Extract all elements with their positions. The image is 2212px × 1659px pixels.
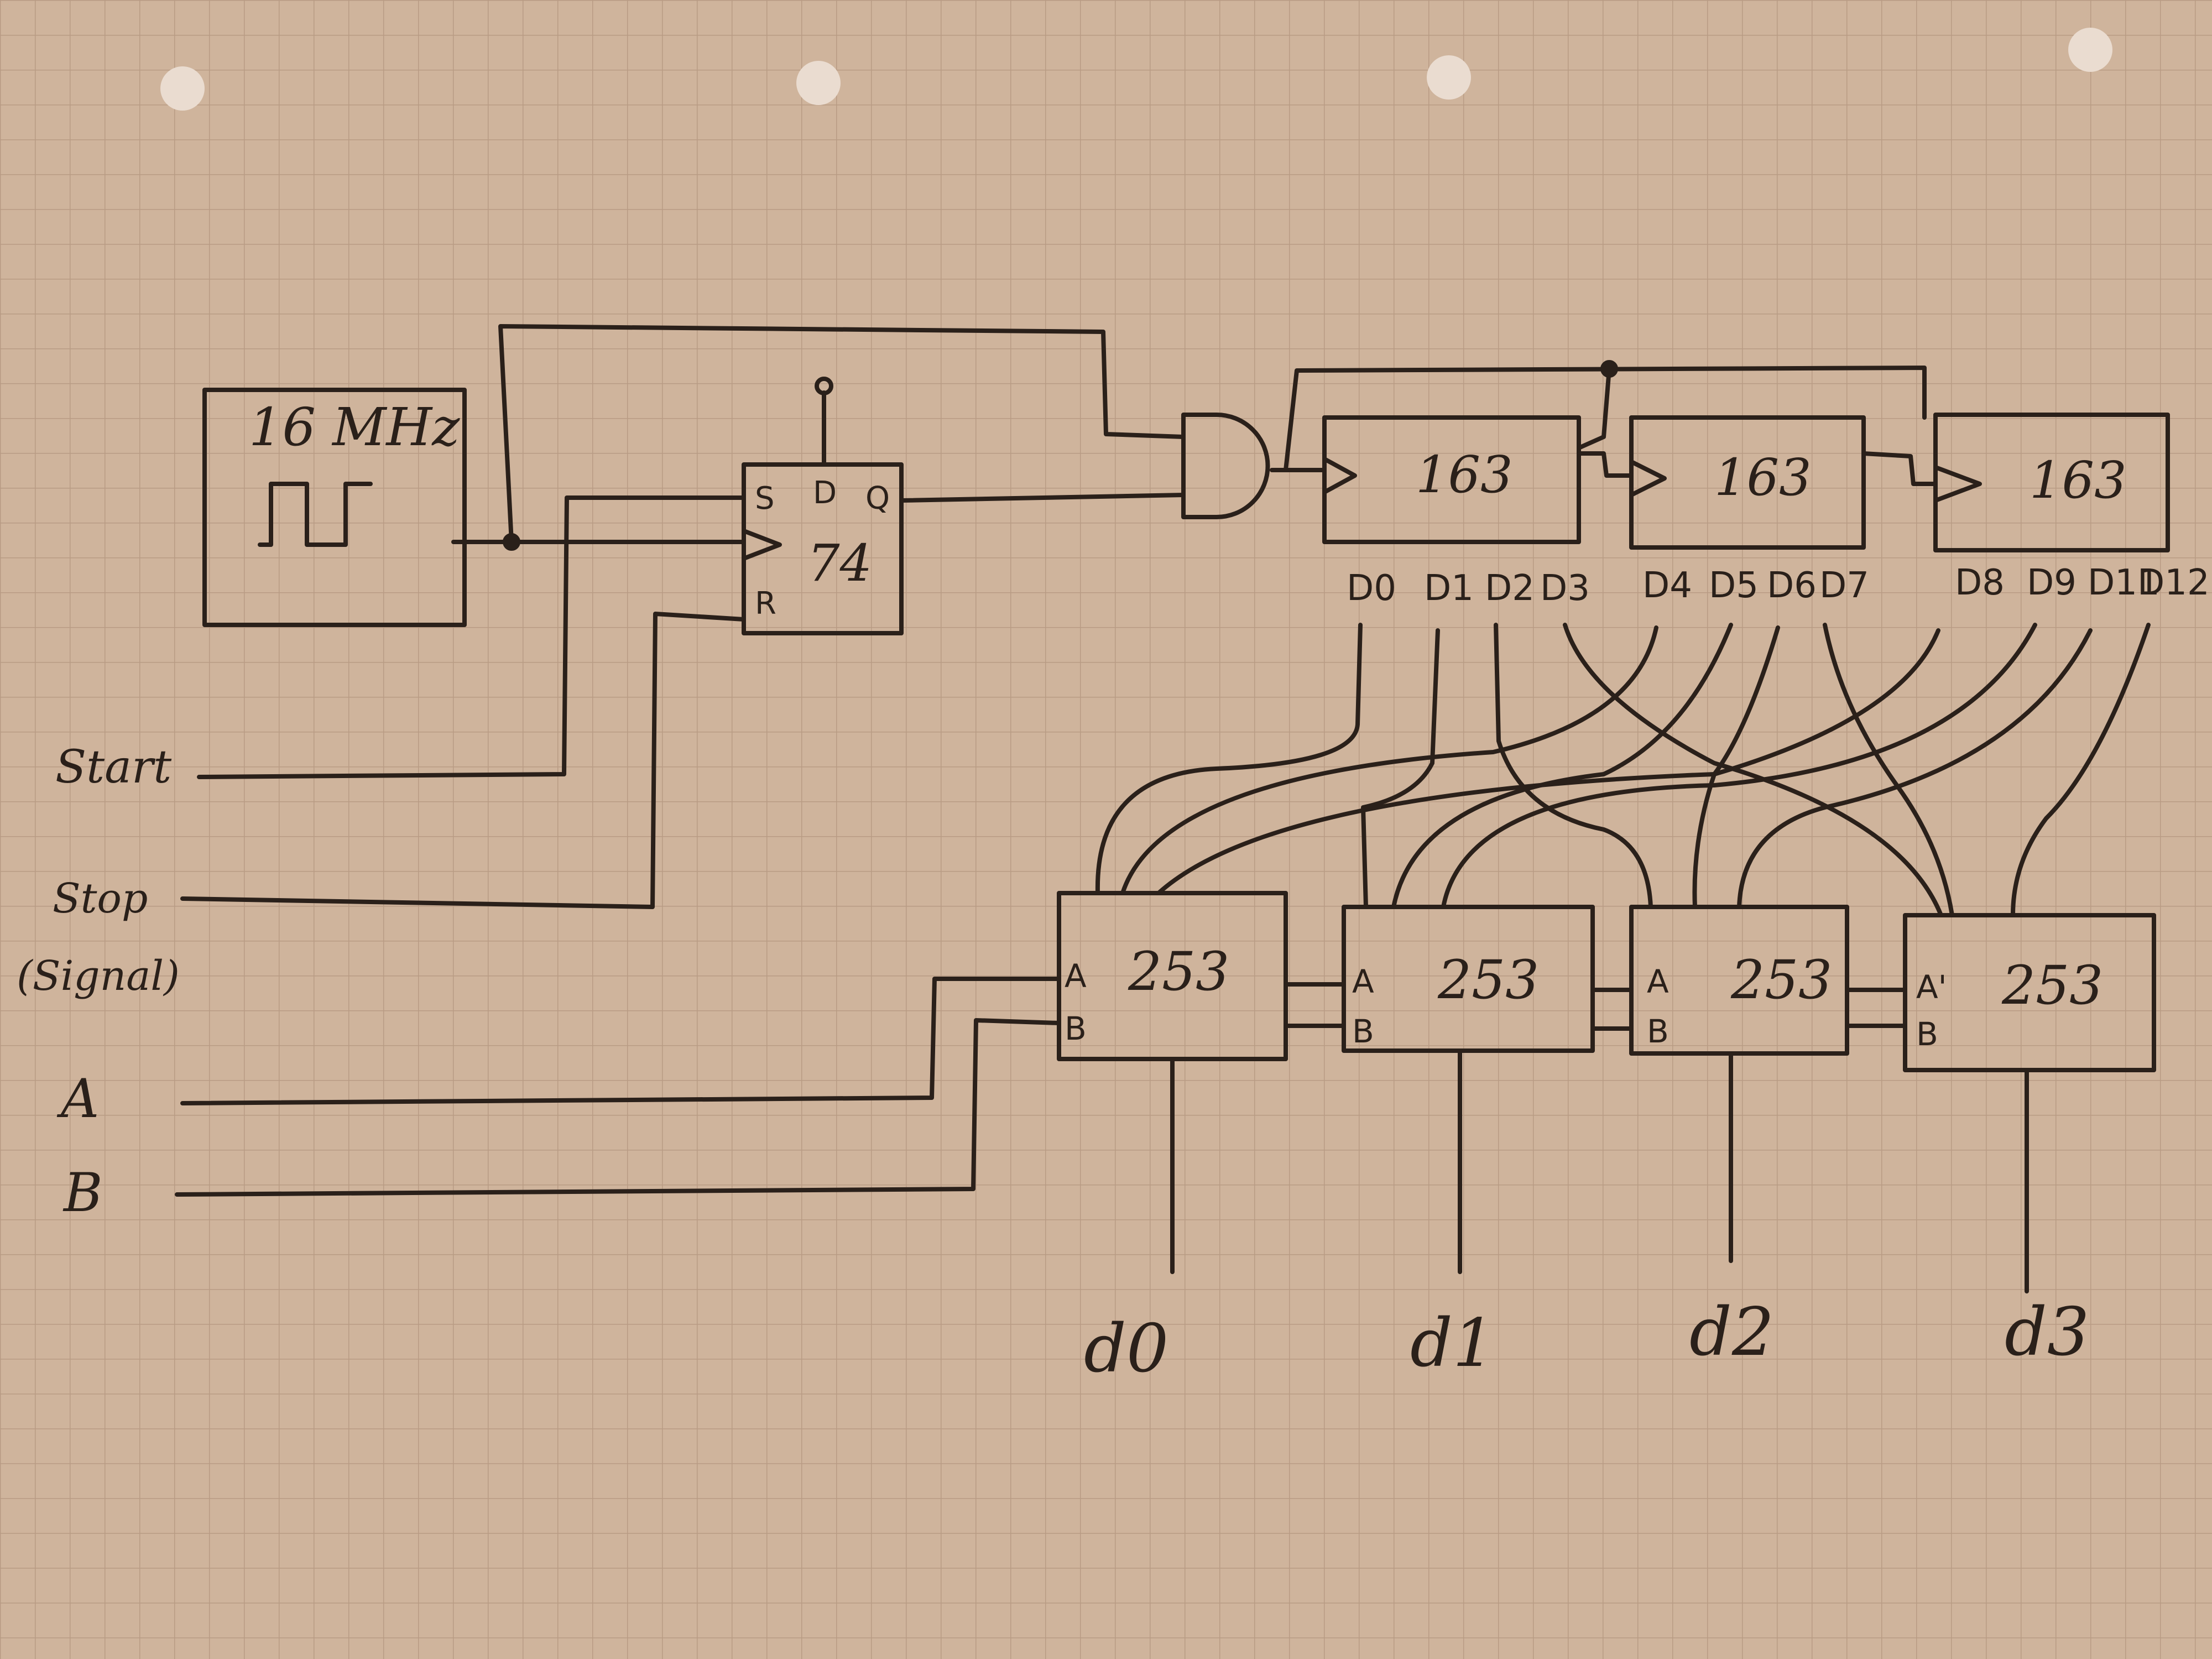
flipflop-pin-q: Q: [865, 481, 890, 517]
wire-d1-to-mux2: [1361, 628, 1440, 909]
flipflop-pin-s: S: [755, 481, 775, 517]
wire-carry-2-3: [1861, 451, 1938, 486]
counter-1: 163: [1322, 415, 1581, 544]
wire-q-to-and: [899, 493, 1186, 503]
counter-2-part: 163: [1714, 448, 1812, 507]
counter-2-box: [1629, 415, 1866, 550]
counter-1-box: [1322, 415, 1581, 544]
mux-3-part: 253: [1730, 949, 1832, 1011]
mux-4-pin-b: B: [1916, 1015, 1938, 1053]
output-label-d7: D7: [1819, 565, 1869, 606]
mux-4-box: [1903, 913, 2156, 1072]
input-label-a: A: [56, 1068, 99, 1130]
mux-3-output-label: d2: [1689, 1294, 1774, 1371]
mux-2-output-label: d1: [1410, 1305, 1495, 1382]
wire-d9-to-mux2: [1441, 623, 2037, 909]
input-label-stop: Stop: [53, 875, 148, 922]
wire-start: [197, 495, 746, 779]
mux-2-box: [1342, 905, 1595, 1053]
mux-4-output-label: d3: [2005, 1294, 2089, 1371]
binder-holes: [160, 28, 2112, 111]
output-label-d9: D9: [2027, 562, 2077, 603]
oscillator-box: [202, 388, 467, 627]
binder-hole-4: [2068, 28, 2112, 72]
output-label-d5: D5: [1709, 565, 1759, 606]
and-gate: [1181, 413, 1270, 519]
counter-3-clock-icon: [1933, 465, 1982, 503]
mux-4: A' B 253: [1903, 913, 2156, 1072]
wire-d5-to-mux2: [1391, 623, 1733, 909]
output-label-d1: D1: [1424, 568, 1474, 609]
counter-3-part: 163: [2030, 451, 2127, 510]
output-label-d11: D11: [2088, 562, 2160, 603]
wire-select-a: [180, 977, 1061, 1105]
oscillator: 16 MHz: [202, 388, 467, 627]
wires: [175, 324, 2151, 1293]
output-label-d8: D8: [1955, 562, 2005, 603]
counter-2: 163: [1629, 415, 1866, 550]
wire-d2-to-mux3: [1494, 623, 1653, 909]
binder-hole-2: [796, 61, 841, 105]
binder-hole-1: [160, 66, 205, 111]
counter-2-clock-icon: [1629, 460, 1667, 497]
wire-carry-1-2: [1577, 451, 1634, 478]
wire-stop: [180, 612, 746, 909]
mux-2-pin-a: A: [1352, 963, 1374, 1000]
square-wave-icon: [258, 482, 373, 547]
output-label-d4: D4: [1642, 565, 1692, 606]
flipflop-d-terminal: [815, 377, 833, 395]
output-label-d0: D0: [1347, 568, 1396, 609]
mux-4-pin-a: A': [1916, 968, 1947, 1006]
mux-4-part: 253: [2001, 954, 2103, 1016]
output-label-d6: D6: [1767, 565, 1817, 606]
mux-3-pin-a: A: [1647, 963, 1669, 1000]
mux-2-part: 253: [1437, 949, 1539, 1011]
input-label-start: Start: [55, 741, 172, 794]
mux-1-pin-b: B: [1065, 1010, 1087, 1047]
output-label-d3: D3: [1540, 568, 1590, 609]
output-label-d12: D12: [2137, 562, 2210, 603]
wire-d11-to-mux3: [1737, 628, 2093, 909]
input-label-signal: (Signal): [17, 952, 180, 1000]
flipflop-pin-d: D: [813, 475, 837, 511]
wire-clock-to-and: [498, 324, 1186, 544]
flipflop-74: S D Q R 74: [742, 377, 904, 635]
binder-hole-3: [1427, 55, 1471, 100]
counter-1-part: 163: [1416, 445, 1513, 504]
counter-1-clock-icon: [1322, 457, 1357, 494]
counter-output-labels: D0 D1 D2 D3 D4 D5 D6 D7 D8 D9 D11 D12: [1347, 562, 2210, 609]
wire-d12-to-mux4: [2011, 623, 2151, 917]
mux-2: A B 253: [1342, 905, 1595, 1053]
flipflop-part: 74: [807, 534, 872, 593]
mux-3-pin-b: B: [1647, 1013, 1669, 1050]
wire-d8-to-mux1: [1156, 628, 1940, 895]
flipflop-clock-icon: [742, 529, 782, 561]
output-label-d2: D2: [1485, 568, 1535, 609]
mux-2-pin-b: B: [1352, 1013, 1374, 1050]
flipflop-pin-r: R: [755, 586, 776, 622]
wire-d4-to-mux1: [1120, 625, 1658, 895]
oscillator-label: 16 MHz: [249, 397, 460, 458]
mux-1-output-label: d0: [1084, 1311, 1168, 1387]
input-label-b: B: [62, 1162, 103, 1224]
wire-select-b: [175, 1018, 1061, 1197]
mux-1-pin-a: A: [1065, 957, 1087, 995]
wire-d0-to-mux1: [1095, 623, 1363, 895]
wire-feedback-2: [1577, 367, 1611, 450]
mux-1-part: 253: [1128, 941, 1229, 1003]
